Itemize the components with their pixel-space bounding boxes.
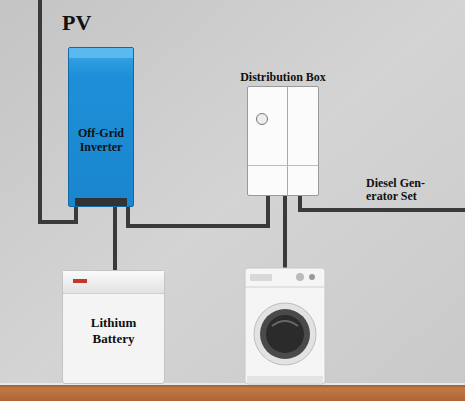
power-cable <box>128 196 268 226</box>
device-label: Off-Grid Inverter <box>72 126 130 155</box>
inverter-box: Off-Grid Inverter <box>68 47 134 207</box>
panel-divider <box>287 87 288 195</box>
distribution-panel <box>247 86 319 196</box>
distribution-box: Distribution Box <box>239 70 327 196</box>
battery-box: Lithium Battery <box>62 270 165 384</box>
generator-label: Diesel Gen- erator Set <box>366 177 440 203</box>
inverter-terminals <box>75 198 127 206</box>
battery-logo <box>73 279 87 283</box>
box-heading: Distribution Box <box>239 70 327 84</box>
panel-seam <box>248 165 318 166</box>
floor <box>0 383 465 401</box>
washer-cable <box>283 194 287 268</box>
inverter-top-trim <box>69 48 133 58</box>
power-cable <box>113 207 117 270</box>
device-label: Lithium Battery <box>81 315 146 346</box>
washing-machine <box>245 268 325 384</box>
pv-label: PV <box>62 11 106 35</box>
panel-lock <box>256 113 268 125</box>
